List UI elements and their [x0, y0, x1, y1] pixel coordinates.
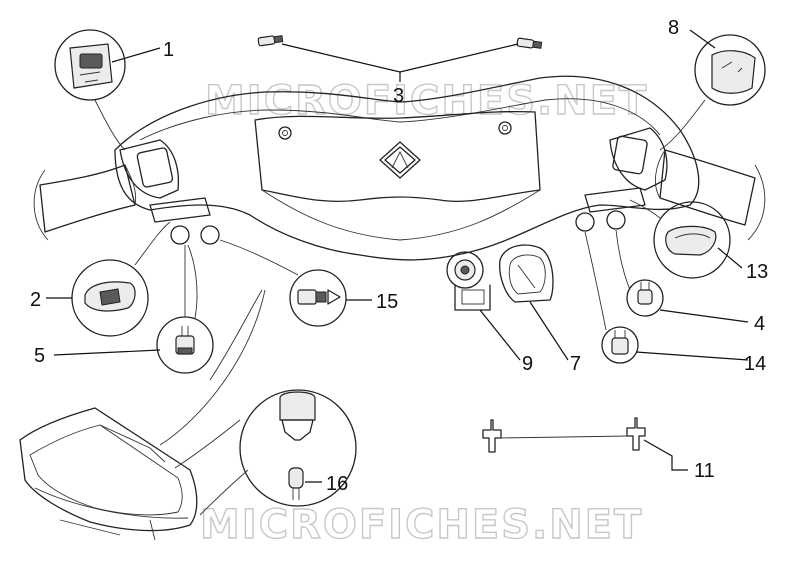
instrument-housing: [19, 289, 266, 541]
callout-1: 1: [163, 39, 174, 61]
callout-9: 9: [522, 353, 533, 375]
callout-8: 8: [668, 17, 679, 39]
callout-13: 13: [746, 261, 768, 283]
callout-7: 7: [570, 353, 581, 375]
callout-5: 5: [34, 345, 45, 367]
part-16-bulb-socket: [174, 389, 357, 516]
part-11-fasteners: [482, 417, 688, 471]
part-13-lens: [629, 199, 743, 279]
watermark-bottom: MICROFICHES.NET: [200, 502, 643, 548]
callout-2: 2: [30, 289, 41, 311]
part-1-left-switch: [54, 29, 161, 151]
brand-emblem: [379, 141, 421, 179]
callout-14: 14: [744, 353, 766, 375]
callout-3: 3: [393, 85, 404, 107]
callout-15: 15: [376, 291, 398, 313]
callout-16: 16: [326, 473, 348, 495]
left-grip: [33, 164, 137, 241]
callout-11: 11: [694, 460, 715, 482]
part-15-bulb: [219, 239, 372, 327]
part-2-switch: [46, 221, 171, 337]
part-5-lamp: [53, 244, 214, 374]
right-grip: [654, 149, 766, 241]
part-3-bulbs: [257, 35, 543, 82]
callout-labels: 1 2 3 4 5 7 8 9 11 13 14 15 16: [30, 17, 768, 495]
handlebar-cover: [114, 75, 700, 261]
callout-4: 4: [754, 313, 765, 335]
part-7-bezel: [499, 244, 569, 361]
part-4-lamp: [615, 229, 749, 323]
part-14-lamp: [584, 231, 749, 364]
part-8-right-switch: [659, 29, 766, 151]
part-9-socket: [446, 251, 521, 361]
